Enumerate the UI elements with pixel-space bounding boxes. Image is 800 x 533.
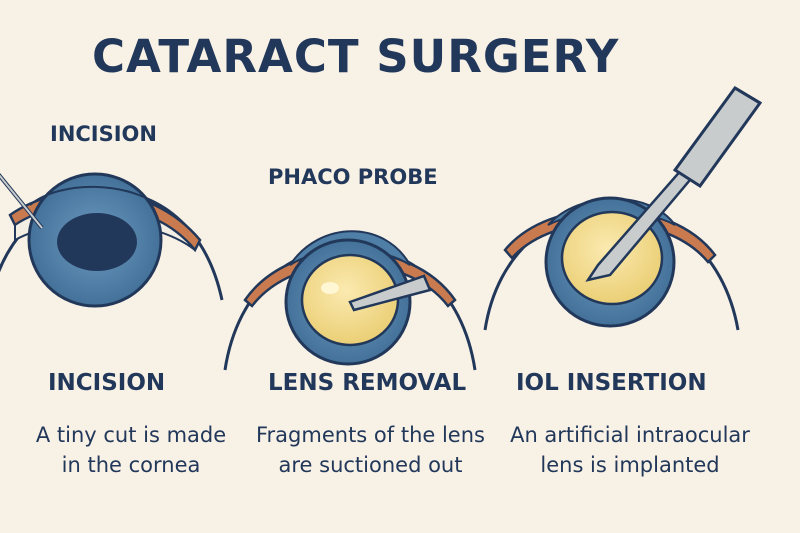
pupil [57, 213, 137, 271]
step-desc-lens-removal: Fragments of the lens are suctioned out [248, 420, 493, 480]
injector-icon [585, 86, 763, 282]
step-title-iol-insertion: IOL INSERTION [516, 370, 707, 396]
desc-line: Fragments of the lens [256, 423, 485, 447]
desc-line: are suctioned out [278, 453, 463, 477]
phaco-probe-icon [348, 274, 432, 312]
page-title: CATARACT SURGERY [92, 30, 620, 83]
desc-line: lens is implanted [540, 453, 720, 477]
eye-incision [0, 172, 224, 308]
eye-lens-removal [223, 230, 477, 371]
lens-highlight [321, 282, 339, 294]
lens [300, 253, 400, 347]
step-title-incision: INCISION [48, 370, 166, 396]
step-desc-iol-insertion: An artificial intraocular lens is implan… [500, 420, 760, 480]
desc-line: in the cornea [61, 453, 201, 477]
desc-line: A tiny cut is made [35, 423, 227, 447]
step-desc-incision: A tiny cut is made in the cornea [26, 420, 236, 480]
desc-line: An artificial intraocular [510, 423, 750, 447]
cornea-arc [29, 185, 166, 211]
incision-callout: INCISION [50, 122, 157, 146]
eye-iol-insertion [483, 86, 763, 331]
step-title-lens-removal: LENS REMOVAL [268, 370, 467, 396]
phaco-probe-callout: PHACO PROBE [268, 165, 438, 189]
